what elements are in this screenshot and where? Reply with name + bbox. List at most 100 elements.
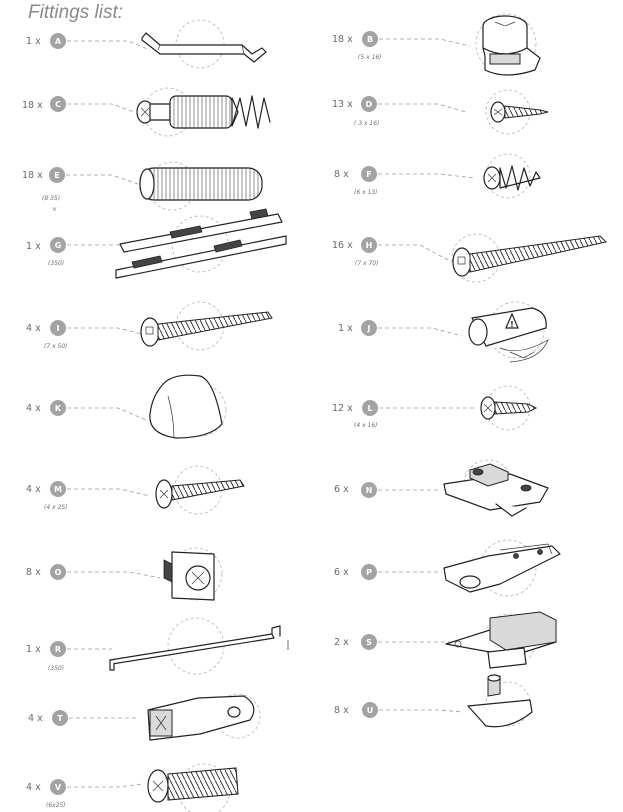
letter-badge-text: A [55, 37, 62, 46]
countersunk-screw-icon [480, 385, 538, 431]
hanging-rail-icon [109, 617, 289, 675]
letter-badge [361, 564, 377, 580]
quantity-label: 4 x [26, 484, 41, 495]
svg-text:×: × [52, 206, 57, 213]
letter-badge [362, 31, 378, 47]
letter-badge-text: G [55, 241, 62, 250]
letter-badge-text: H [366, 241, 373, 250]
corner-bracket-icon [163, 547, 223, 601]
cabinet-hinge-icon [443, 539, 561, 597]
letter-badge-text: M [54, 485, 62, 494]
shelf-support-icon [467, 674, 533, 728]
fitting-row-e: 18 x E (8 35) × [22, 167, 139, 213]
letter-badge-text: K [55, 404, 62, 413]
letter-badge-text: U [367, 706, 374, 715]
letter-badge-text: F [366, 170, 371, 179]
letter-badge [50, 96, 66, 112]
furniture-foot-icon [149, 374, 227, 439]
letter-badge-text: R [55, 645, 61, 654]
fitting-row-d: 13 x D ( 3 x 16) [332, 96, 467, 127]
confirmat-screw-short-icon [140, 301, 273, 351]
quantity-label: 18 x [22, 170, 43, 181]
fitting-row-j: 1 x J [338, 320, 463, 337]
fitting-row-m: 4 x M (4 x 25) [26, 481, 151, 511]
letter-badge [361, 237, 377, 253]
fitting-row-v: 4 x V (6x25) [26, 779, 143, 809]
letter-badge [362, 400, 378, 416]
size-label: (7 x 70) [355, 260, 379, 267]
allen-key-icon [141, 19, 267, 69]
quantity-label: 18 x [332, 34, 353, 45]
letter-badge-text: L [367, 404, 372, 413]
letter-badge-text: O [55, 568, 62, 577]
quantity-label: 18 x [22, 100, 43, 111]
letter-badge [50, 33, 66, 49]
size-label: (350) [48, 260, 64, 267]
quantity-label: 1 x [26, 36, 41, 47]
drawer-bracket-icon [445, 611, 557, 669]
letter-badge [50, 779, 66, 795]
quantity-label: 4 x [28, 713, 43, 724]
size-label: (6 x 13) [354, 189, 378, 196]
letter-badge-text: C [55, 100, 61, 109]
letter-badge [361, 320, 377, 336]
quantity-label: 6 x [334, 567, 349, 578]
letter-badge-text: P [366, 568, 372, 577]
letter-badge [50, 481, 66, 497]
letter-badge [49, 167, 65, 183]
fitting-row-s: 2 x S [334, 634, 452, 650]
letter-badge-text: I [57, 324, 60, 333]
fitting-row-i: 4 x I (7 x 50) [26, 320, 143, 350]
fitting-row-k: 4 x K [26, 400, 147, 421]
wooden-dowel-icon [139, 161, 263, 211]
size-label: (4 x 25) [44, 504, 68, 511]
quantity-label: 8 x [334, 705, 349, 716]
letter-badge [50, 564, 66, 580]
fitting-row-h: 16 x H (7 x 70) [332, 237, 453, 267]
quantity-label: 8 x [334, 169, 349, 180]
size-label: ( 3 x 16) [354, 120, 379, 127]
drawer-runner-icon [115, 208, 287, 279]
fitting-row-n: 6 x N [334, 482, 440, 498]
euro-screw-icon [483, 153, 541, 199]
fitting-row-a: 1 x A [26, 33, 151, 51]
warning-tube-icon: ! [468, 301, 549, 363]
quantity-label: 16 x [332, 240, 353, 251]
quantity-label: 4 x [26, 403, 41, 414]
quantity-label: 8 x [26, 567, 41, 578]
letter-badge [361, 482, 377, 498]
quantity-label: 13 x [332, 99, 353, 110]
size-label: (6x25) [46, 802, 66, 809]
quantity-label: 6 x [334, 484, 349, 495]
size-label: (8 35) [42, 195, 60, 202]
pan-head-screw-icon [155, 465, 245, 515]
cam-lock-icon [475, 13, 541, 76]
quantity-label: 1 x [26, 241, 41, 252]
letter-badge-text: D [366, 100, 373, 109]
fitting-row-g: 1 x G (350) [26, 237, 120, 267]
letter-badge-text: T [57, 714, 63, 723]
quantity-label: 1 x [26, 644, 41, 655]
quantity-label: 12 x [332, 403, 353, 414]
wood-screw-icon [485, 89, 549, 135]
letter-badge-text: S [366, 638, 372, 647]
size-label: (7 x 50) [44, 343, 68, 350]
quantity-label: 2 x [334, 637, 349, 648]
cam-bolt-dowel-icon [136, 87, 271, 137]
letter-badge-text: E [54, 171, 59, 180]
letter-badge [52, 710, 68, 726]
fitting-row-b: 18 x B (5 x 16) [332, 31, 471, 61]
size-label: (5 x 16) [358, 54, 382, 61]
fitting-row-p: 6 x P [334, 564, 442, 580]
letter-badge [362, 702, 378, 718]
fitting-row-l: 12 x L (4 x 16) [332, 400, 474, 429]
size-label: (4 x 16) [354, 422, 378, 429]
quantity-label: 1 x [338, 323, 353, 334]
letter-badge-text: B [367, 35, 373, 44]
fitting-row-f: 8 x F (6 x 13) [334, 166, 475, 196]
fitting-row-o: 8 x O [26, 564, 161, 580]
svg-text:!: ! [510, 320, 514, 329]
rail-support-icon [147, 693, 261, 741]
fitting-row-r: 1 x R (350) [26, 641, 112, 672]
